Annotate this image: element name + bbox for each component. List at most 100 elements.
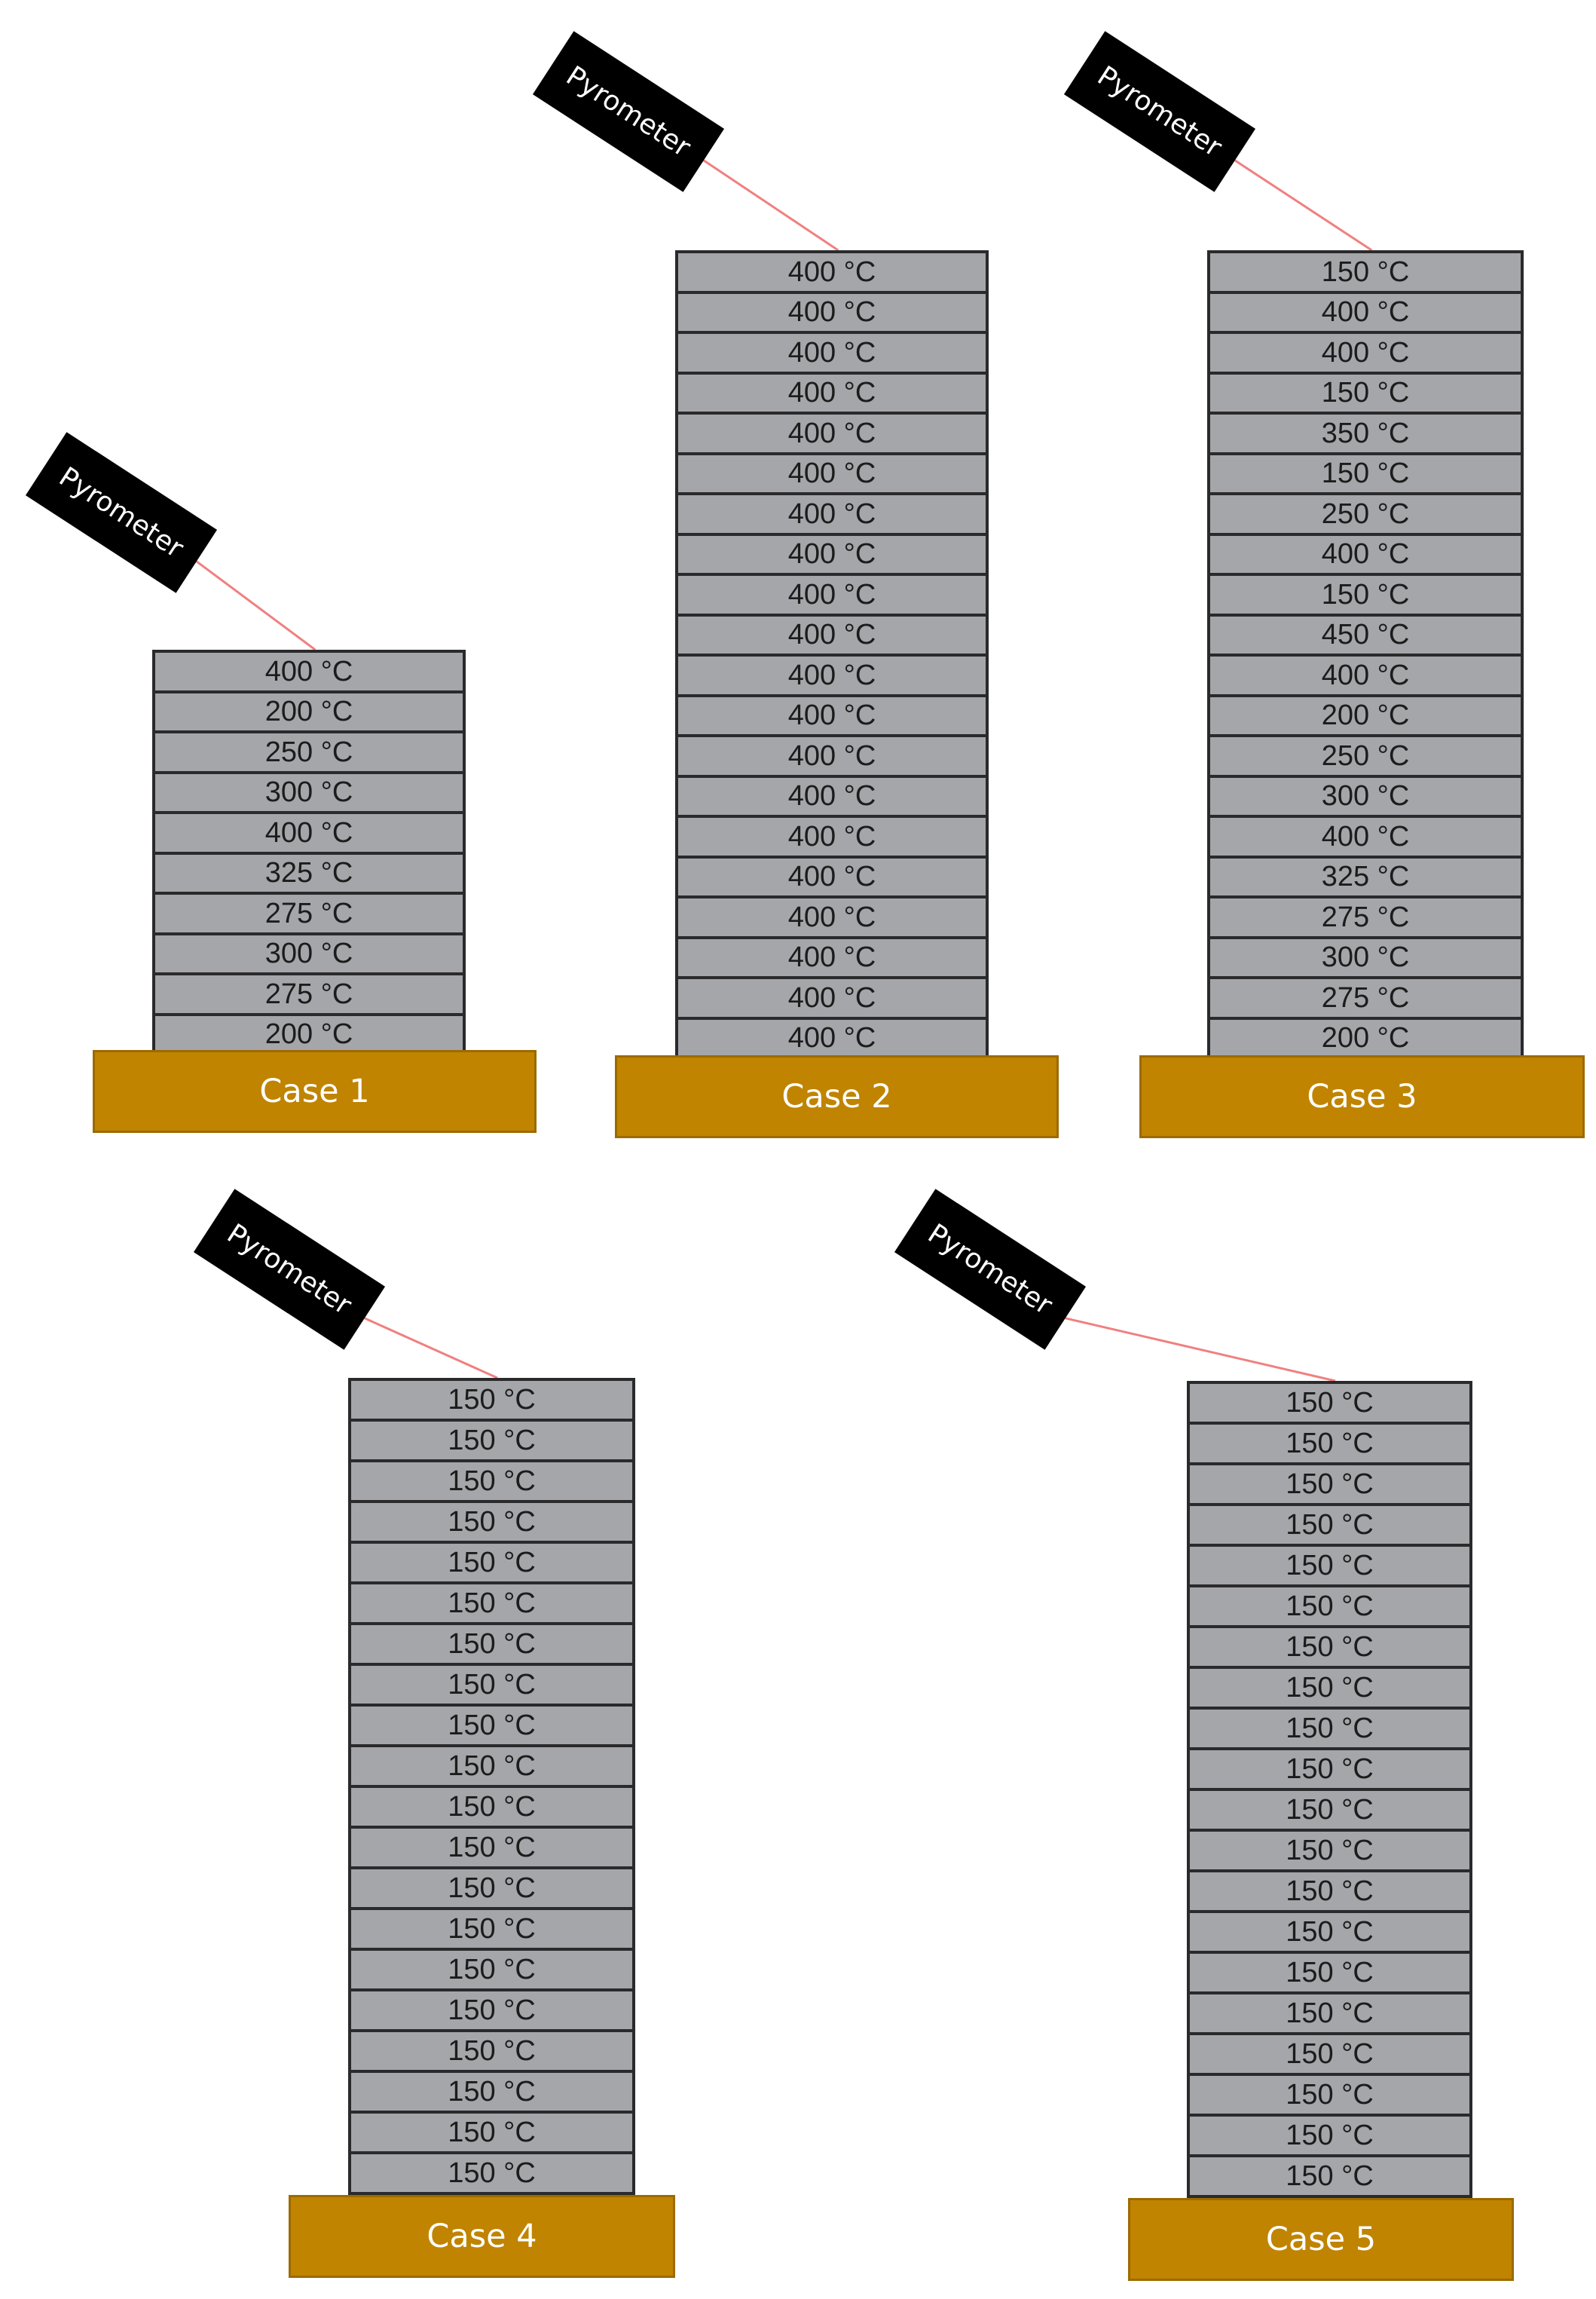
layer-temperature: 300 °C [1207, 935, 1524, 979]
layer-temperature: 150 °C [1187, 1707, 1472, 1750]
layer-temperature: 150 °C [1187, 2154, 1472, 2198]
layer-temperature: 350 °C [1207, 412, 1524, 455]
layer-temperature: 150 °C [1207, 573, 1524, 617]
layer-temperature: 150 °C [1207, 250, 1524, 294]
case-label: Case 3 [1139, 1055, 1585, 1138]
layer-temperature: 400 °C [675, 250, 989, 294]
layer-temperature: 200 °C [1207, 1016, 1524, 1060]
layer-temperature: 150 °C [348, 1704, 635, 1747]
layer-temperature: 150 °C [1187, 1991, 1472, 2035]
layer-temperature: 400 °C [675, 855, 989, 898]
layer-temperature: 400 °C [675, 935, 989, 979]
layer-temperature: 400 °C [675, 290, 989, 334]
layer-temperature: 400 °C [675, 613, 989, 657]
layer-temperature: 150 °C [1187, 1381, 1472, 1425]
layer-temperature: 150 °C [1187, 2073, 1472, 2117]
layer-temperature: 150 °C [1187, 1625, 1472, 1669]
layer-temperature: 250 °C [1207, 492, 1524, 536]
case-label: Case 1 [93, 1050, 537, 1133]
layer-temperature: 275 °C [1207, 895, 1524, 939]
layer-temperature: 150 °C [1187, 2114, 1472, 2157]
case-label: Case 5 [1128, 2198, 1514, 2281]
layer-temperature: 400 °C [1207, 815, 1524, 859]
layer-temperature: 325 °C [1207, 855, 1524, 898]
layer-temperature: 150 °C [1207, 371, 1524, 415]
layer-temperature: 150 °C [348, 1744, 635, 1788]
layer-temperature: 275 °C [152, 892, 466, 935]
layer-temperature: 400 °C [675, 654, 989, 697]
layer-temperature: 150 °C [348, 1907, 635, 1951]
layer-temperature: 150 °C [348, 1663, 635, 1707]
layer-temperature: 150 °C [348, 2029, 635, 2073]
layer-temperature: 250 °C [1207, 734, 1524, 778]
layer-temperature: 400 °C [675, 976, 989, 1020]
layer-temperature: 150 °C [348, 1541, 635, 1584]
layer-temperature: 150 °C [348, 1419, 635, 1462]
layer-temperature: 150 °C [1187, 1422, 1472, 1465]
layer-temperature: 150 °C [348, 1988, 635, 2032]
layer-temperature: 300 °C [152, 770, 466, 814]
layer-temperature: 150 °C [1187, 1869, 1472, 1913]
layer-temperature: 400 °C [675, 452, 989, 495]
layer-temperature: 150 °C [348, 2111, 635, 2154]
case-label: Case 2 [615, 1055, 1059, 1138]
layer-temperature: 400 °C [152, 650, 466, 693]
layer-temperature: 150 °C [1207, 452, 1524, 495]
layer-temperature: 400 °C [675, 774, 989, 818]
layer-temperature: 400 °C [1207, 331, 1524, 375]
layer-temperature: 150 °C [1187, 1503, 1472, 1547]
layer-temperature: 150 °C [348, 1500, 635, 1544]
layer-temperature: 400 °C [1207, 290, 1524, 334]
layer-temperature: 400 °C [675, 532, 989, 576]
layer-temperature: 150 °C [348, 1581, 635, 1625]
layer-temperature: 150 °C [1187, 1666, 1472, 1710]
layer-temperature: 400 °C [675, 693, 989, 737]
laser-beam [195, 560, 316, 651]
layer-temperature: 150 °C [348, 1785, 635, 1829]
layer-temperature: 400 °C [675, 412, 989, 455]
layer-temperature: 150 °C [348, 2151, 635, 2195]
layer-temperature: 400 °C [675, 573, 989, 617]
laser-beam [1234, 159, 1373, 252]
layer-temperature: 200 °C [1207, 693, 1524, 737]
layer-temperature: 450 °C [1207, 613, 1524, 657]
layer-temperature: 275 °C [1207, 976, 1524, 1020]
layer-temperature: 150 °C [348, 1826, 635, 1869]
layer-temperature: 400 °C [675, 371, 989, 415]
layer-temperature: 400 °C [675, 815, 989, 859]
layer-temperature: 150 °C [1187, 1829, 1472, 1872]
layer-temperature: 200 °C [152, 690, 466, 733]
layer-temperature: 200 °C [152, 1012, 466, 1056]
layer-temperature: 400 °C [675, 331, 989, 375]
layer-temperature: 400 °C [1207, 532, 1524, 576]
layer-temperature: 150 °C [1187, 1747, 1472, 1791]
layer-temperature: 150 °C [348, 2070, 635, 2114]
layer-temperature: 250 °C [152, 730, 466, 774]
layer-temperature: 150 °C [1187, 1951, 1472, 1994]
layer-temperature: 400 °C [675, 895, 989, 939]
layer-temperature: 400 °C [1207, 654, 1524, 697]
layer-temperature: 150 °C [348, 1622, 635, 1666]
layer-temperature: 150 °C [348, 1459, 635, 1503]
layer-temperature: 150 °C [348, 1948, 635, 1991]
layer-temperature: 150 °C [1187, 1788, 1472, 1832]
layer-temperature: 150 °C [1187, 2032, 1472, 2076]
layer-temperature: 150 °C [1187, 1544, 1472, 1587]
layer-temperature: 400 °C [675, 1016, 989, 1060]
layer-temperature: 400 °C [152, 811, 466, 855]
layer-temperature: 400 °C [675, 734, 989, 778]
layer-temperature: 400 °C [675, 492, 989, 536]
layer-temperature: 150 °C [1187, 1462, 1472, 1506]
layer-temperature: 150 °C [348, 1378, 635, 1422]
layer-temperature: 150 °C [1187, 1584, 1472, 1628]
layer-temperature: 275 °C [152, 972, 466, 1016]
layer-temperature: 150 °C [1187, 1910, 1472, 1954]
layer-temperature: 325 °C [152, 851, 466, 895]
